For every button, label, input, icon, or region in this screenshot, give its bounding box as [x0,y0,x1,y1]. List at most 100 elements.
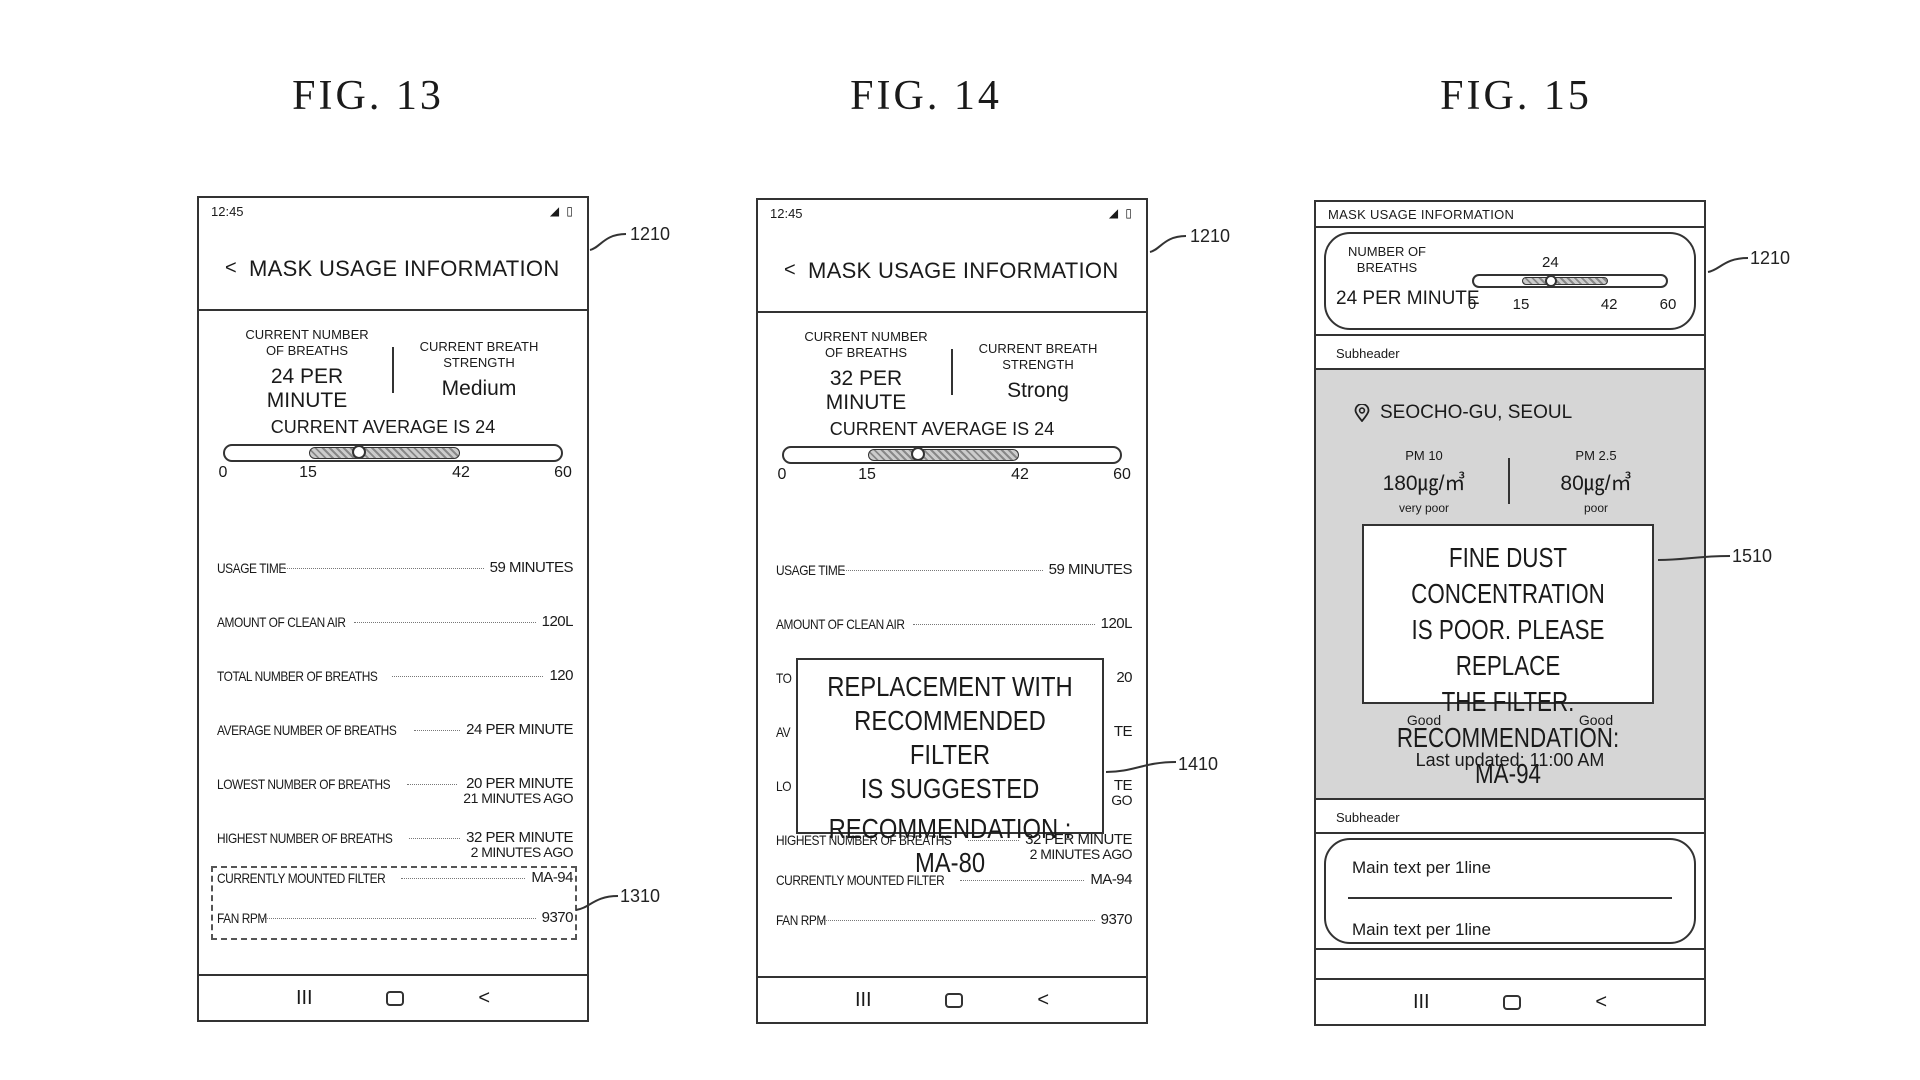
row-label: CURRENTLY MOUNTED FILTER [776,872,945,888]
current-breaths: CURRENT NUMBER OF BREATHS 24 PER MINUTE [232,327,382,413]
subheader: Subheader [1316,800,1704,834]
filter-suggestion-popup[interactable]: REPLACEMENT WITH RECOMMENDED FILTER IS S… [796,658,1104,878]
row-value: 9370 [541,909,574,926]
popup-recommendation: RECOMMENDATION : MA-80 [828,813,1072,878]
back-icon[interactable]: < [1037,988,1050,1011]
row-label: FAN RPM [776,912,826,928]
dotted-leader [391,676,544,677]
dotted-leader [401,878,526,879]
row-label: LOWEST NUMBER OF BREATHS [217,776,391,792]
back-arrow-icon[interactable]: < [225,257,237,279]
dotted-leader [913,624,1095,625]
strength-value: Strong [1007,379,1069,402]
breaths-value: 24 PER MINUTE [266,365,348,412]
row-value: 20 [1116,669,1132,686]
ref-1210-fig13: 1210 [630,224,671,244]
nav-bar: III < [1316,978,1704,1024]
pm10-grade: very poor [1398,501,1450,515]
breaths-label-line1: CURRENT NUMBER [804,329,928,344]
recents-icon[interactable]: III [854,988,872,1011]
breath-card-frame[interactable]: NUMBER OF BREATHS 24 PER MINUTE 24 0 15 … [1324,232,1696,330]
slider-range [309,447,461,459]
slider-range [868,449,1020,461]
slider-ticks: 0 15 42 60 [219,462,572,482]
fine-dust-panel: SEOCHO-GU, SEOUL PM 10 180㎍/㎥ very poor … [1316,370,1704,800]
strength-label-line1: CURRENT BREATH [419,339,539,354]
ref-1210-fig14: 1210 [1190,226,1231,246]
status-bar: 12:45 ◢ ▯ [199,198,587,228]
pm10-block: PM 10 180㎍/㎥ very poor [1354,448,1494,515]
row-label: HIGHEST NUMBER OF BREATHS [776,832,952,848]
strength-value: Medium [441,377,517,400]
leader-line-1210-fig15 [1707,257,1749,273]
pm10-value: 180㎍/㎥ [1382,472,1466,495]
breaths-label-line2: OF BREATHS [824,345,908,360]
home-icon[interactable] [386,990,405,1006]
highlight-box-1310 [211,866,577,940]
signal-battery-icon: ◢ ▯ [549,204,575,218]
tick-label: 0 [218,464,228,481]
slider-ticks: 0 15 42 60 [778,464,1131,484]
slider-ticks: 0 15 42 60 [1468,294,1677,313]
list-item[interactable]: Main text per 1line [1352,920,1491,939]
dotted-leader [843,570,1043,571]
list-item[interactable]: Main text per 1line [1352,858,1491,877]
dotted-leader [820,920,1095,921]
back-icon[interactable]: < [1595,990,1608,1013]
row-value: 9370 [1100,911,1133,928]
tick-label: 60 [1659,296,1677,313]
strength-label-line2: STRENGTH [443,355,515,370]
home-icon[interactable] [1503,994,1522,1010]
tick-label: 15 [1512,296,1530,313]
status-bar: 12:45 ◢ ▯ [758,200,1146,230]
pm10-good-label: Good [1406,712,1442,728]
status-time: 12:45 [211,204,244,219]
home-icon[interactable] [945,992,964,1008]
location-pin-icon [1354,404,1370,422]
back-arrow-icon[interactable]: < [784,259,796,281]
row-label: AV [776,724,791,740]
ref-1310: 1310 [620,886,661,906]
nav-bar: III < [758,976,1146,1022]
app-bar: < MASK USAGE INFORMATION [758,230,1146,313]
row-value: MA-94 [531,869,573,886]
row-value: 120L [1100,615,1133,632]
slider-thumb [352,445,367,459]
row-value: 120 [549,667,573,684]
popup-line: RECOMMENDED FILTER [854,705,1046,770]
row-label: HIGHEST NUMBER OF BREATHS [217,830,393,846]
filter-replace-popup[interactable]: FINE DUST CONCENTRATION IS POOR. PLEASE … [1362,524,1654,789]
row-value: 59 MINUTES [489,559,574,576]
row-subvalue: 21 MINUTES AGO [463,790,573,806]
popup-line: FINE DUST CONCENTRATION [1411,542,1605,609]
slider-range [1522,277,1609,285]
breath-range-slider [1472,274,1668,288]
recents-icon[interactable]: III [1412,990,1430,1013]
leader-line-1210-fig14 [1149,235,1187,253]
recents-icon[interactable]: III [295,986,313,1009]
ref-1210-fig15: 1210 [1750,248,1791,268]
dotted-leader [284,568,484,569]
phone-fig15: MASK USAGE INFORMATION NUMBER OF BREATHS… [1314,200,1706,1026]
tick-label: 42 [1011,466,1029,483]
strength-label-line2: STRENGTH [1002,357,1074,372]
row-value: 24 PER MINUTE [466,721,573,738]
breath-range-slider [782,446,1122,464]
tick-label: 60 [1113,466,1131,483]
ref-1510: 1510 [1732,546,1773,566]
popup-line: IS POOR. PLEASE REPLACE [1411,614,1605,681]
list-card: Main text per 1line Main text per 1line [1316,834,1704,950]
tick-label: 0 [1467,296,1477,313]
stat-divider [392,347,394,393]
back-icon[interactable]: < [478,986,491,1009]
status-time: 12:45 [770,206,803,221]
popup-line: IS SUGGESTED [860,773,1040,804]
subheader: Subheader [1316,336,1704,370]
average-label: CURRENT AVERAGE IS 24 [270,417,496,437]
